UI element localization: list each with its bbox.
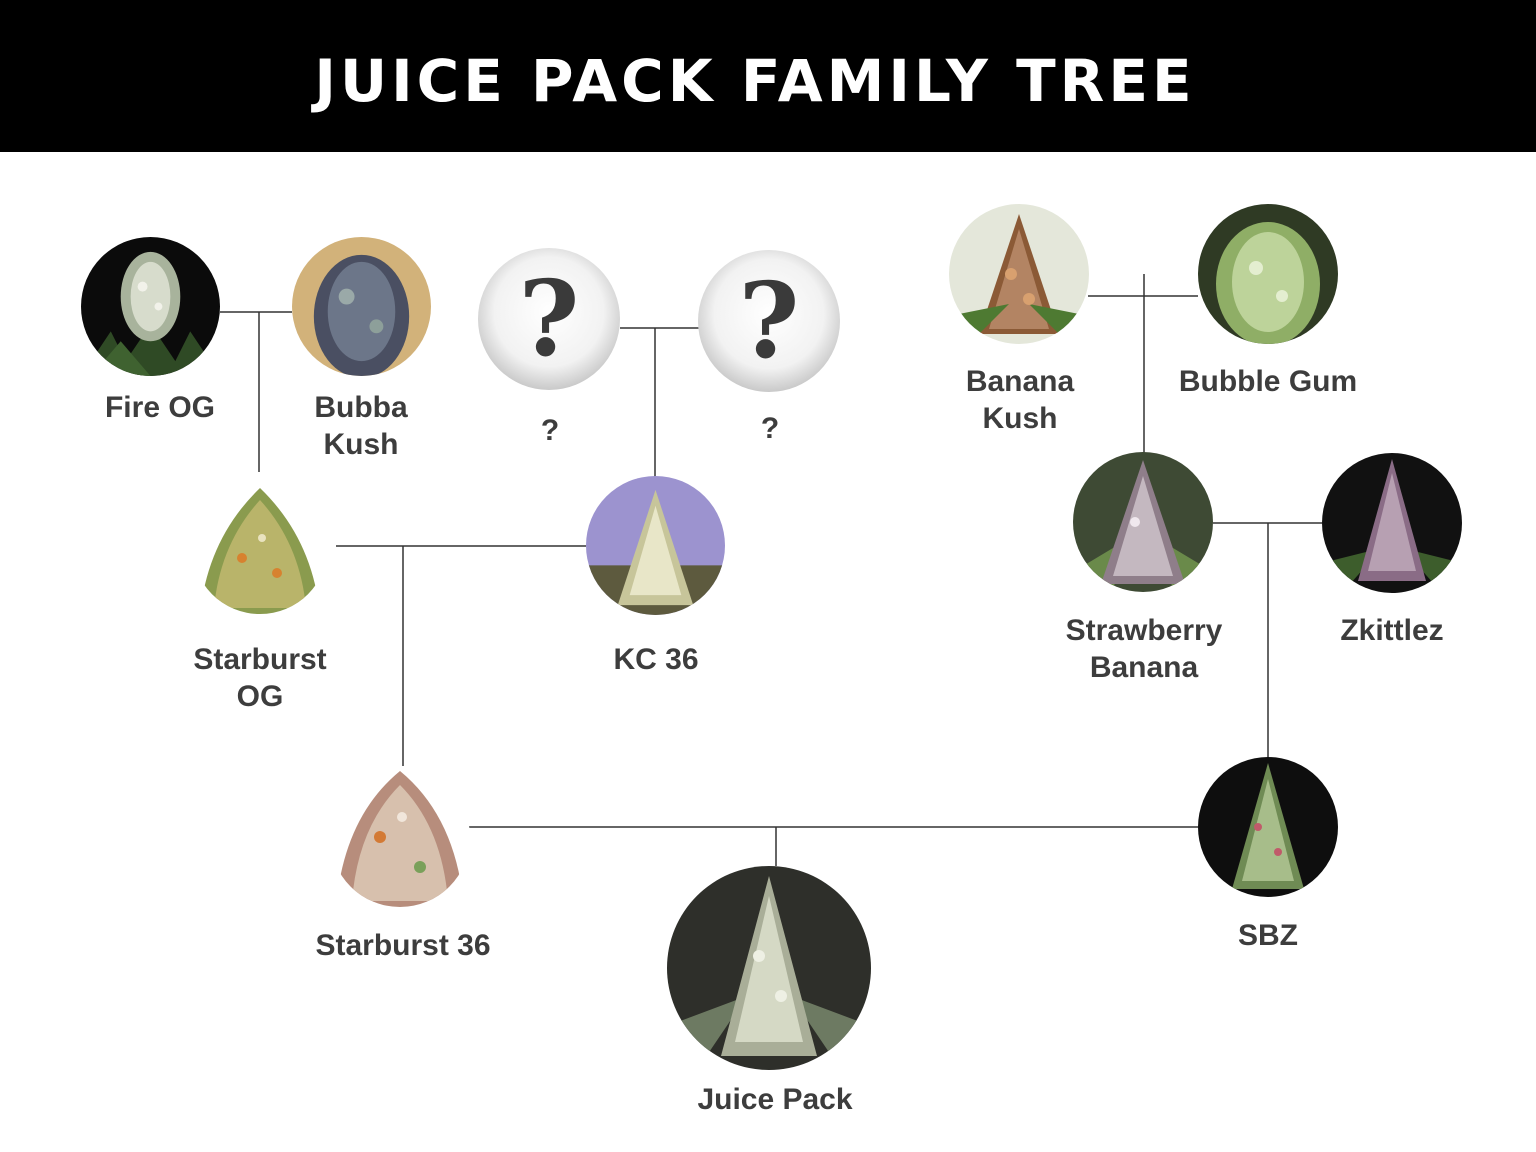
juice-pack-image — [667, 866, 871, 1070]
fire-og-label: Fire OG — [104, 391, 216, 424]
question-mark-icon: ? — [698, 250, 840, 392]
sbz-label: SBZ — [1238, 919, 1298, 952]
zkittlez-image — [1322, 453, 1462, 593]
banana-kush-label: Banana Kush — [965, 365, 1075, 435]
bubble-gum-image — [1198, 204, 1338, 344]
svg-text:?: ? — [739, 259, 800, 382]
bubble-gum-label: Bubble Gum — [1178, 365, 1358, 398]
kc-36-image — [586, 476, 725, 615]
svg-text:?: ? — [519, 257, 580, 380]
sbz-image — [1198, 757, 1338, 897]
page-title: JUICE PACK FAMILY TREE — [314, 47, 1196, 115]
starburst-og-label: Starburst OG — [193, 643, 327, 713]
zkittlez-label: Zkittlez — [1340, 614, 1444, 647]
juice-pack-label: Juice Pack — [697, 1083, 853, 1116]
starburst-36-label: Starburst 36 — [315, 929, 491, 962]
unknown-parent-label: ? — [540, 414, 560, 447]
starburst-36-image — [330, 767, 470, 907]
kc-36-label: KC 36 — [613, 643, 699, 676]
strawberry-banana-image — [1073, 452, 1213, 592]
unknown-parent-label: ? — [760, 412, 780, 445]
question-mark-icon: ? — [478, 248, 620, 390]
title-banner — [0, 0, 1536, 152]
bubba-kush-image — [292, 237, 431, 376]
strawberry-banana-label: Strawberry Banana — [1065, 614, 1223, 684]
bubba-kush-label: Bubba Kush — [314, 391, 408, 461]
banana-kush-image — [949, 204, 1089, 344]
starburst-og-image — [192, 478, 328, 614]
fire-og-image — [81, 237, 220, 376]
